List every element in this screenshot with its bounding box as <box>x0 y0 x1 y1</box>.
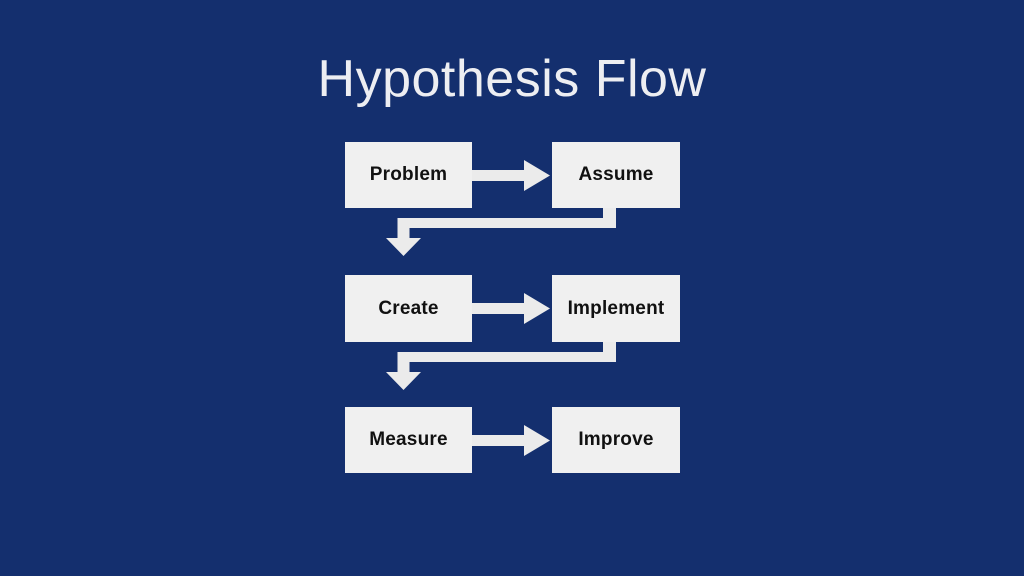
flow-node-measure[interactable]: Measure <box>345 407 472 473</box>
flow-node-improve[interactable]: Improve <box>552 407 680 473</box>
connector-problem-to-assume <box>472 160 552 192</box>
connector-assume-to-create <box>385 208 635 260</box>
connector-measure-to-improve <box>472 425 552 457</box>
flow-node-implement[interactable]: Implement <box>552 275 680 342</box>
flow-node-problem[interactable]: Problem <box>345 142 472 208</box>
flow-node-label: Create <box>378 297 439 319</box>
flow-node-label: Improve <box>578 429 654 450</box>
flow-node-assume[interactable]: Assume <box>552 142 680 208</box>
flow-node-label: Problem <box>369 164 448 185</box>
flow-node-label: Implement <box>567 297 665 319</box>
flow-node-create[interactable]: Create <box>345 275 472 342</box>
flow-node-label: Measure <box>369 429 448 450</box>
connector-create-to-implement <box>472 293 552 325</box>
flow-node-label: Assume <box>578 164 654 185</box>
page-title: Hypothesis Flow <box>317 50 707 108</box>
connector-implement-to-measure <box>385 342 635 394</box>
